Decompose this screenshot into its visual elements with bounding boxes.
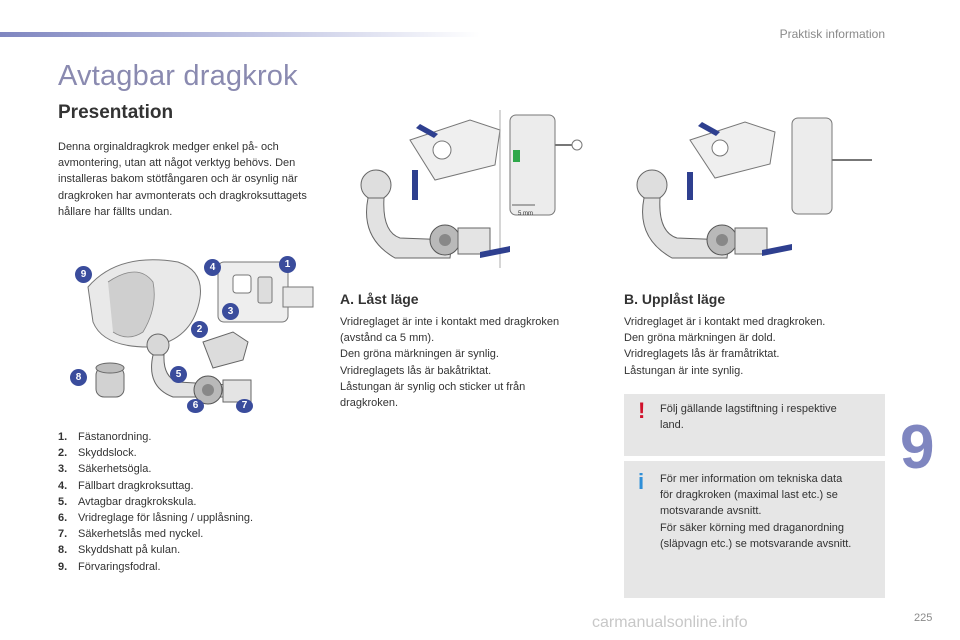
description-line: Låstungan är inte synlig. [624,364,744,377]
legend-item: 5.Avtagbar dragkrokskula. [58,495,197,508]
callout-8: 8 [70,369,87,386]
info-line: motsvarande avsnitt. [660,505,762,518]
description-line: Vridreglagets lås är bakåtriktat. [340,364,492,377]
warning-icon: ! [638,398,646,423]
info-line: för dragkroken (maximal last etc.) se [660,489,838,502]
callout-6: 6 [187,399,204,413]
warning-note: ! Följ gällande lagstiftning i respektiv… [624,394,885,456]
callout-9: 9 [75,266,92,283]
legend-item: 4.Fällbart dragkroksuttag. [58,479,194,492]
description-line: dragkroken. [340,397,399,410]
info-line: För säker körning med draganordning [660,521,845,534]
info-note: i För mer information om tekniska data f… [624,461,885,598]
page-number: 225 [914,612,933,624]
callout-7: 7 [236,399,253,413]
callout-3: 3 [222,303,239,320]
towbar-parts-drawing [87,259,314,405]
info-line: För mer information om tekniska data [660,473,843,485]
callout-1: 1 [279,256,296,273]
legend-item: 6.Vridreglage för låsning / upplåsning. [58,512,254,525]
description-line: Vridreglaget är inte i kontakt med dragk… [340,316,560,328]
locked-position-illustration: 5 mm [340,110,590,268]
dimension-label: 5 mm [518,211,533,217]
warning-line: Följ gällande lagstiftning i respektive [660,403,837,415]
warning-text: Följ gällande lagstiftning i respektive … [660,401,874,433]
unlocked-position-heading: B. Upplåst läge [624,291,726,307]
callout-4: 4 [204,259,221,276]
locked-position-description: Vridreglaget är inte i kontakt med dragk… [340,314,602,411]
towbar-parts-illustration: 9 4 1 3 2 5 8 6 7 [58,247,318,413]
legend-item: 1.Fästanordning. [58,431,152,443]
info-text: För mer information om tekniska data för… [660,471,874,552]
chapter-number: 9 [900,413,935,482]
unlocked-position-description: Vridreglaget är i kontakt med dragkroken… [624,314,886,379]
parts-legend: 1.Fästanordning. 2.Skyddslock. 3.Säkerhe… [58,429,253,575]
page-subtitle: Presentation [58,102,174,123]
callout-2: 2 [191,321,208,338]
legend-item: 3.Säkerhetsögla. [58,463,152,476]
info-line: (släpvagn etc.) se motsvarande avsnitt. [660,537,852,550]
header-accent-bar [0,32,480,37]
info-icon: i [638,469,645,494]
page-title: Avtagbar dragkrok [58,60,298,92]
callout-5: 5 [170,366,187,383]
section-header: Praktisk information [779,27,885,41]
description-line: Vridreglaget är i kontakt med dragkroken… [624,316,826,328]
legend-item: 7.Säkerhetslås med nyckel. [58,528,204,541]
legend-item: 8.Skyddshatt på kulan. [58,544,181,557]
description-line: Vridreglagets lås är framåtriktat. [624,348,780,361]
unlocked-position-illustration [622,110,877,268]
description-line: Den gröna märkningen är synlig. [340,348,499,361]
intro-paragraph: Denna orginaldragkrok medger enkel på- o… [58,141,307,218]
locked-position-drawing: 5 mm [360,110,583,268]
unlocked-position-drawing [636,117,872,259]
warning-line: land. [660,419,684,432]
description-line: (avstånd ca 5 mm). [340,332,435,345]
description-line: Låstungan är synlig och sticker ut från [340,380,526,393]
locked-position-heading: A. Låst läge [340,291,419,307]
legend-item: 9.Förvaringsfodral. [58,560,161,573]
legend-item: 2.Skyddslock. [58,447,137,460]
watermark: carmanualsonline.info [592,614,748,631]
description-line: Den gröna märkningen är dold. [624,332,776,345]
